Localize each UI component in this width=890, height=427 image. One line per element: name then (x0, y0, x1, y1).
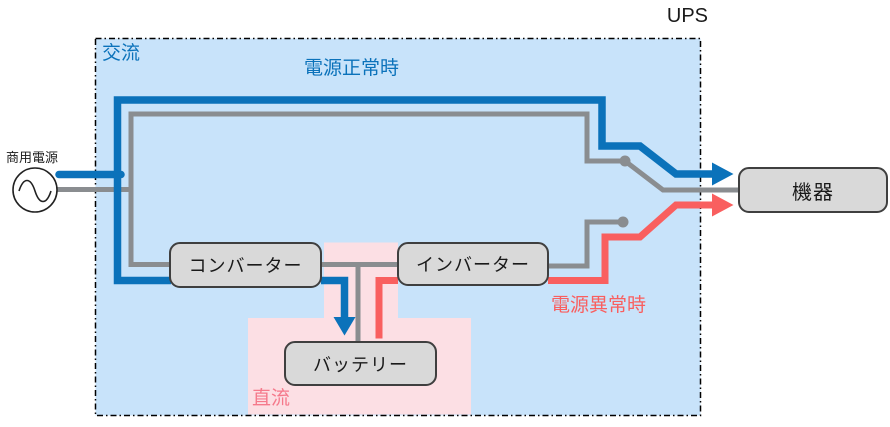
inverter-node: インバーター (397, 242, 549, 286)
ac-region-label: 交流 (102, 43, 141, 64)
battery-node: バッテリー (284, 341, 437, 386)
switch-contact-dot-top (619, 155, 631, 167)
inverter-label: インバーター (416, 255, 530, 275)
switch-contact-dot-bottom (617, 216, 629, 228)
ups-title: UPS (666, 5, 708, 27)
blue-converter-battery-wire (321, 276, 349, 319)
device-label: 機器 (792, 181, 834, 204)
ac-sine-wave-icon (18, 179, 52, 203)
battery-label: バッテリー (313, 354, 408, 375)
device-node: 機器 (738, 167, 888, 213)
converter-node: コンバーター (169, 242, 322, 288)
red-battery-inverter-wire (375, 277, 398, 339)
abnormal-flow-label: 電源異常時 (551, 295, 647, 316)
normal-flow-label: 電源正常時 (304, 58, 400, 79)
blue-arrowhead-right-icon (712, 162, 734, 186)
blue-arrowhead-down-icon (333, 317, 356, 336)
commercial-power-label: 商用電源 (6, 150, 59, 165)
gray-inverter-switch-wire (548, 219, 620, 269)
gray-top-wire (128, 111, 740, 267)
red-abnormal-path (548, 201, 714, 284)
converter-label: コンバーター (188, 256, 303, 276)
blue-normal-path (113, 96, 714, 285)
dc-region-label: 直流 (252, 388, 291, 409)
red-arrowhead-right-icon (712, 193, 734, 217)
